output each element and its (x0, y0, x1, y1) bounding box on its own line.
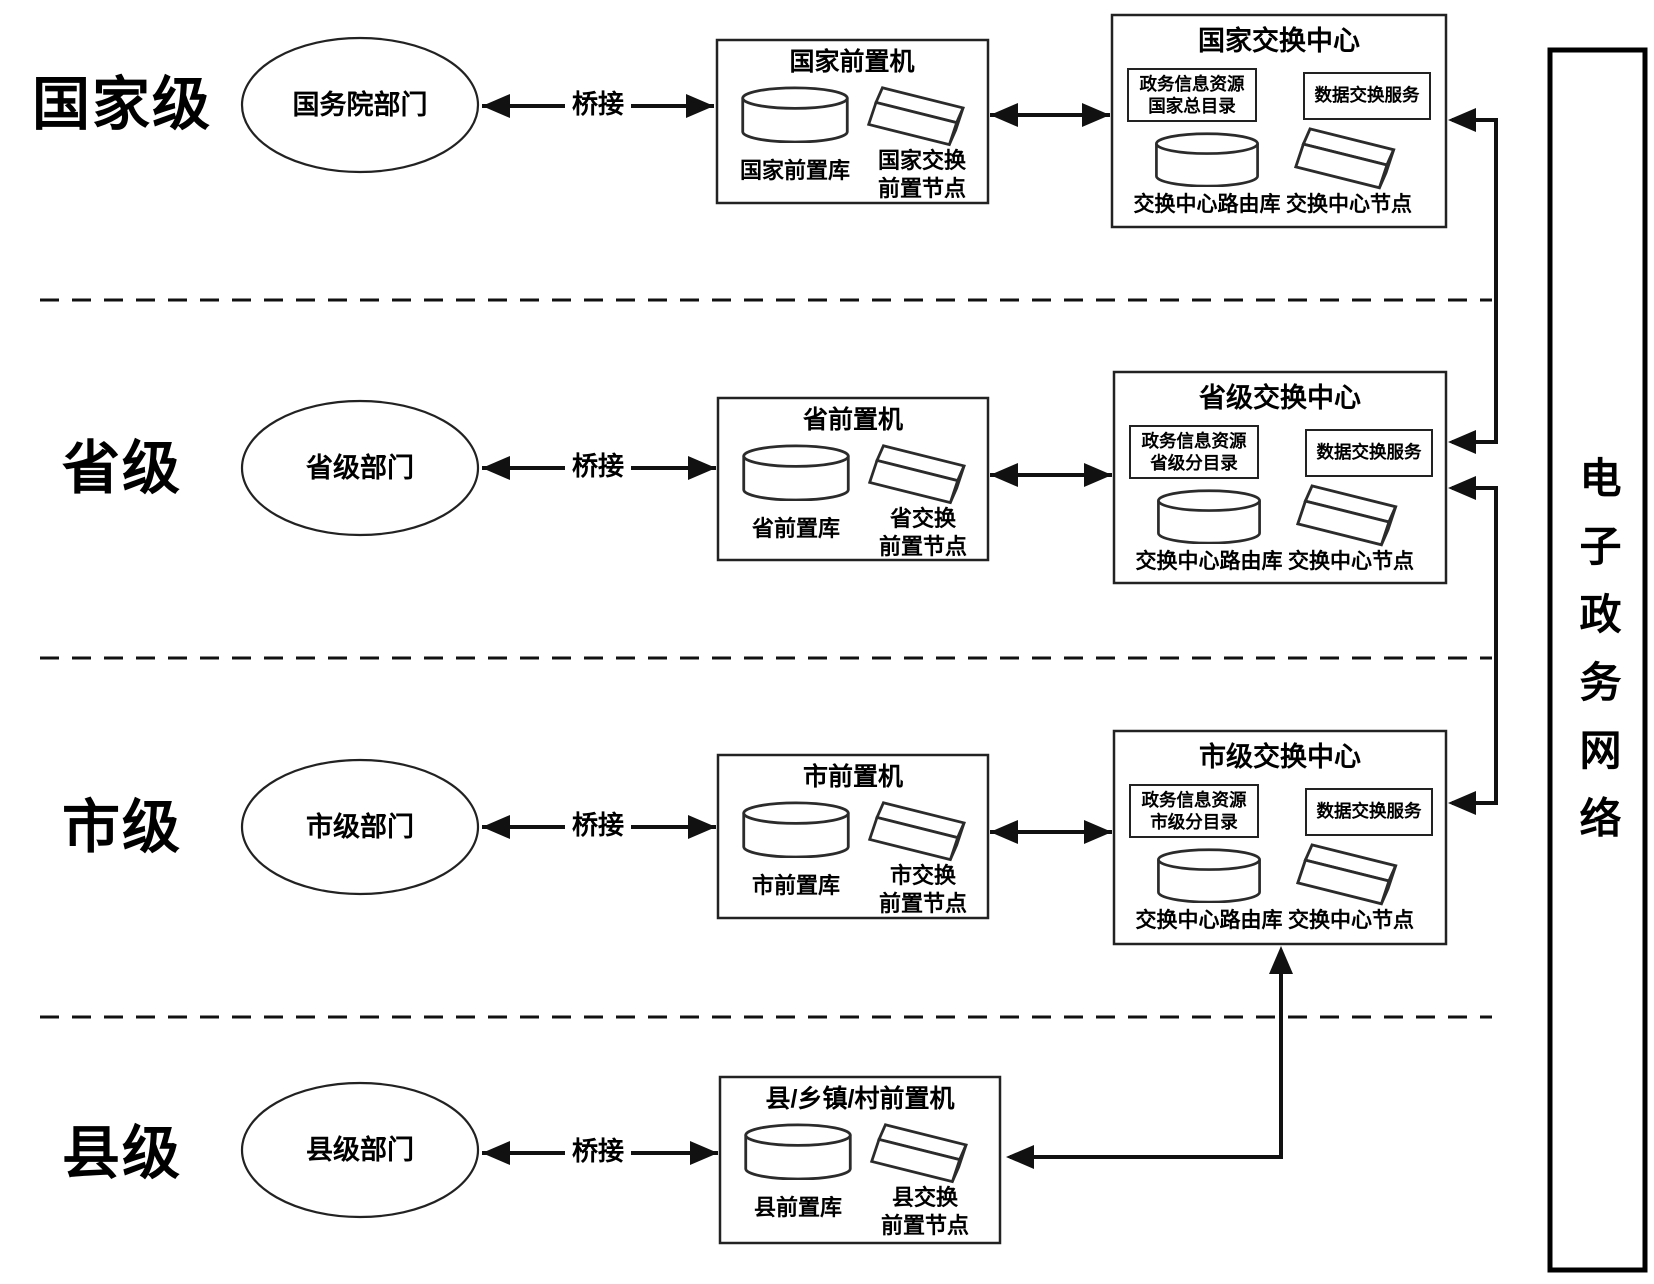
city-catalog-label-line2: 市级分目录 (1150, 812, 1238, 832)
national-front-node-label-line2: 前置节点 (877, 176, 967, 201)
provincial-service-box (1305, 429, 1433, 477)
level-label-provincial: 省级 (61, 436, 183, 501)
dept-label-city: 市级部门 (306, 812, 414, 842)
provincial-front-node-label-line2: 前置节点 (878, 534, 968, 559)
national-router-db-label: 交换中心路由库 (1133, 193, 1281, 216)
level-label-county: 县级 (61, 1121, 183, 1186)
level-label-national: 国家级 (31, 72, 213, 137)
bridge-label-national: 桥接 (564, 89, 632, 120)
dept-label-national: 国务院部门 (292, 90, 428, 120)
front-exchange-arrow-city (990, 820, 1112, 844)
national-service-box (1303, 72, 1431, 120)
provincial-service-label: 数据交换服务 (1316, 442, 1422, 462)
city-front-node-label-line1: 市交换 (889, 863, 957, 888)
level-label-city: 市级 (61, 795, 183, 860)
egov-network-label-container: 电子政务网络 (1550, 50, 1645, 1270)
county-front-title: 县/乡镇/村前置机 (765, 1085, 955, 1113)
provincial-front-node-label-line1: 省交换 (889, 506, 957, 531)
front-exchange-arrow-provincial (990, 463, 1112, 487)
national-exchange-title: 国家交换中心 (1198, 26, 1360, 56)
national-front-db-label: 国家前置库 (739, 158, 851, 183)
link-county-city (1006, 946, 1293, 1169)
national-dept-ellipse (240, 36, 480, 174)
bridge-label-city: 桥接 (564, 810, 632, 841)
county-dept-ellipse (240, 1081, 480, 1219)
national-service-label: 数据交换服务 (1314, 85, 1420, 105)
provincial-catalog-label-line1: 政务信息资源 (1141, 431, 1247, 451)
provincial-router-db-cylinder-icon (1156, 489, 1262, 544)
provincial-front-title: 省前置机 (802, 406, 904, 434)
city-exchange-node-label: 交换中心节点 (1288, 909, 1414, 932)
city-catalog-label-line1: 政务信息资源 (1141, 790, 1247, 810)
county-front-node-label-line2: 前置节点 (880, 1213, 970, 1238)
city-dept-ellipse (240, 758, 480, 896)
national-front-db-cylinder-icon (741, 86, 849, 143)
egov-network-label: 电子政务网络 (1574, 456, 1621, 864)
bridge-label-provincial: 桥接 (564, 451, 632, 482)
egov-network-box (1547, 47, 1648, 1273)
national-catalog-label-line2: 国家总目录 (1148, 96, 1236, 116)
provincial-catalog-label-line2: 省级分目录 (1150, 453, 1238, 473)
national-router-db-cylinder-icon (1154, 132, 1260, 187)
provincial-exchange-node-label: 交换中心节点 (1288, 550, 1414, 573)
provincial-front-db-cylinder-icon (742, 444, 850, 501)
national-catalog-label-line1: 政务信息资源 (1139, 74, 1245, 94)
city-router-db-label: 交换中心路由库 (1135, 909, 1283, 932)
provincial-front-db-label: 省前置库 (751, 516, 841, 541)
city-service-box (1305, 788, 1433, 836)
provincial-dept-ellipse (240, 399, 480, 537)
city-front-node-label-line2: 前置节点 (878, 891, 968, 916)
city-router-db-cylinder-icon (1156, 848, 1262, 903)
front-exchange-arrow-national (990, 103, 1110, 127)
national-exchange-node-label: 交换中心节点 (1286, 193, 1412, 216)
city-catalog-box (1129, 784, 1259, 838)
county-front-node-label-line1: 县交换 (891, 1185, 959, 1210)
national-front-node-label-line1: 国家交换 (877, 148, 967, 173)
provincial-exchange-title: 省级交换中心 (1199, 383, 1361, 413)
city-front-db-label: 市前置库 (751, 873, 841, 898)
dept-label-provincial: 省级部门 (306, 453, 414, 483)
city-front-db-cylinder-icon (742, 801, 850, 858)
bridge-label-county: 桥接 (564, 1136, 632, 1167)
provincial-catalog-box (1129, 425, 1259, 479)
national-front-title: 国家前置机 (789, 48, 915, 76)
city-front-title: 市前置机 (802, 763, 904, 791)
provincial-router-db-label: 交换中心路由库 (1135, 550, 1283, 573)
county-front-db-cylinder-icon (744, 1123, 852, 1180)
city-service-label: 数据交换服务 (1316, 801, 1422, 821)
net-link-provincial-city (1448, 476, 1498, 815)
county-front-db-label: 县前置库 (753, 1195, 843, 1220)
national-catalog-box (1127, 68, 1257, 122)
dept-label-county: 县级部门 (306, 1135, 414, 1165)
net-link-national-provincial (1448, 108, 1498, 454)
provincial-exchange-box (1112, 370, 1448, 585)
city-exchange-title: 市级交换中心 (1199, 742, 1361, 772)
